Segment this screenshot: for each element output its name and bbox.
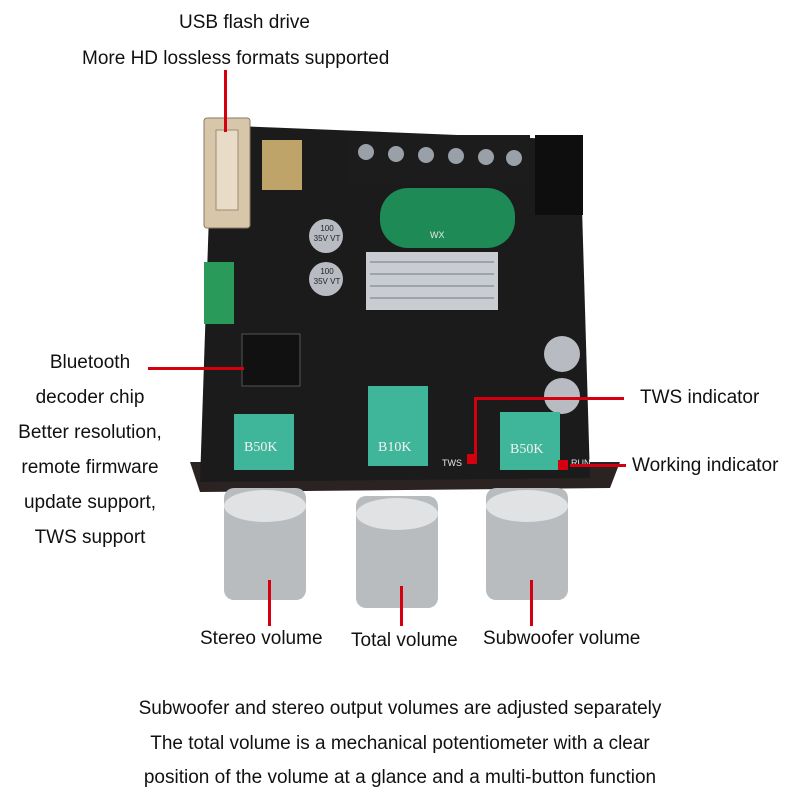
run-board-label: RUN (571, 458, 591, 468)
cap1-label: 100 35V VT (313, 224, 341, 243)
bt-annotation-1: Bluetooth (49, 352, 131, 373)
stereo-leader-line (268, 580, 271, 626)
pot-mid-label: B10K (378, 440, 412, 455)
cap2-label: 100 35V VT (313, 267, 341, 286)
footer-line-3: position of the volume at a glance and a… (143, 767, 657, 788)
knob-mid (356, 496, 438, 608)
pot-right (500, 412, 560, 470)
total-leader-line (400, 586, 403, 626)
pot-right-label: B50K (510, 442, 544, 457)
pot-mid (368, 386, 428, 466)
bt-annotation-4: remote firmware (21, 457, 159, 478)
dc-jack (535, 135, 583, 215)
usb-leader-line (224, 70, 227, 132)
pot-left (234, 414, 294, 470)
stereo-volume-annotation: Stereo volume (200, 628, 323, 649)
usb-annotation-line2: More HD lossless formats supported (82, 48, 390, 69)
tws-leader-vertical (474, 397, 477, 457)
tws-board-label: TWS (442, 458, 462, 468)
bt-chip (241, 333, 301, 387)
usb-annotation-line1: USB flash drive (179, 12, 310, 33)
tws-indicator-annotation: TWS indicator (640, 387, 760, 408)
bt-annotation-3: Better resolution, (18, 422, 162, 443)
pot-left-label: B50K (244, 440, 278, 455)
bt-antenna (204, 262, 234, 324)
knob-right (486, 488, 568, 600)
bt-annotation-6: TWS support (34, 527, 146, 548)
footer-line-2: The total volume is a mechanical potenti… (150, 733, 650, 754)
bt-annotation-2: decoder chip (35, 387, 145, 408)
tws-leader-line (474, 397, 624, 400)
audio-jack (262, 140, 302, 190)
capacitor-2 (309, 262, 343, 296)
working-indicator-annotation: Working indicator (632, 455, 779, 476)
sub-leader-line (530, 580, 533, 626)
subwoofer-volume-annotation: Subwoofer volume (483, 628, 641, 649)
total-volume-annotation: Total volume (351, 630, 458, 651)
heatsink (366, 252, 498, 310)
capacitor-1 (309, 219, 343, 253)
knob-left (224, 488, 306, 600)
bt-leader-line (148, 367, 244, 370)
big-cap-label: WX (430, 230, 445, 240)
bt-annotation-5: update support, (23, 492, 157, 513)
screw-terminal (348, 135, 530, 185)
run-leader-line (570, 464, 626, 467)
footer-line-1: Subwoofer and stereo output volumes are … (138, 698, 662, 719)
big-capacitor (380, 188, 515, 248)
